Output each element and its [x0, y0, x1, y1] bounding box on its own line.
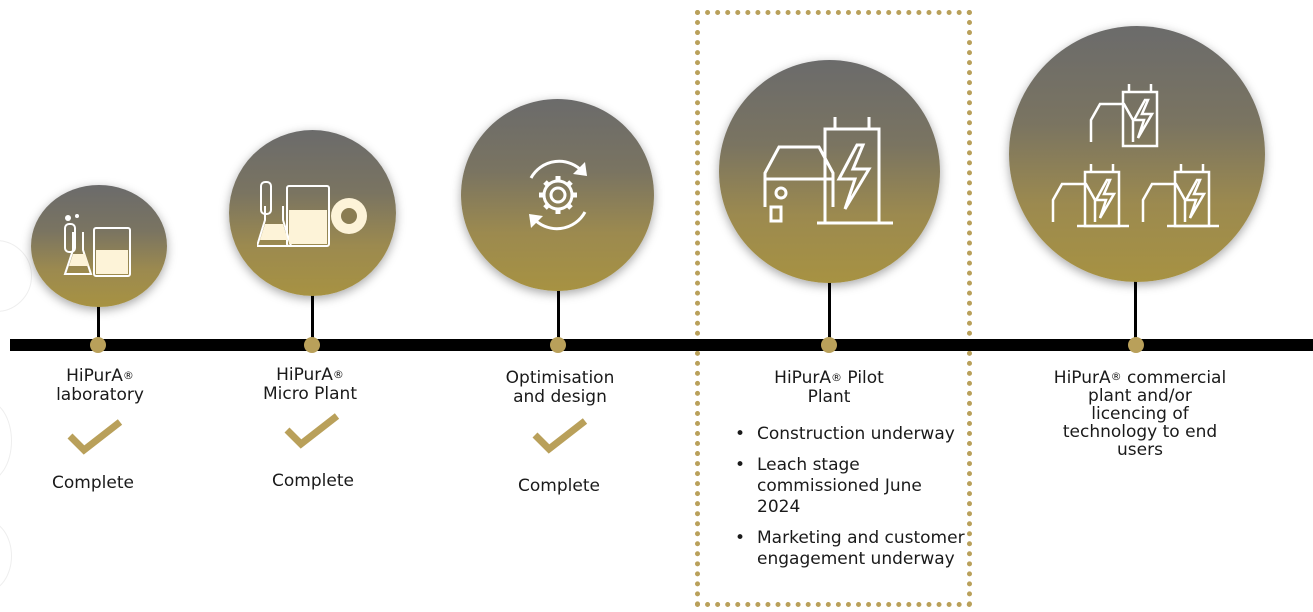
stage-1-label-main: HiPurA	[66, 366, 123, 386]
registered-mark: ®	[1110, 370, 1122, 383]
stage-4-node	[821, 337, 837, 353]
stage-1-label: HiPurA® laboratory	[40, 367, 160, 405]
stage-4-label-rest: Pilot	[842, 368, 884, 388]
check-icon	[532, 418, 588, 454]
registered-mark: ®	[332, 368, 344, 381]
lab-glassware-icon	[63, 214, 131, 277]
stage-5-circle	[1009, 26, 1265, 282]
stage-2-status: Complete	[272, 471, 354, 491]
stage-4-stem	[828, 280, 831, 340]
stage-1-status: Complete	[52, 473, 134, 493]
stage-5-stem	[1134, 270, 1137, 340]
check-icon	[284, 413, 340, 449]
micro-plant-icon	[256, 181, 367, 247]
stage-4-label: HiPurA® Pilot Plant	[750, 369, 908, 407]
stage-4-label-main: HiPurA	[774, 368, 832, 388]
multi-ev-charger-icon	[1051, 84, 1219, 228]
stage-5-label-line4: technology to end	[1062, 422, 1218, 442]
stage-5-label: HiPurA® commercial plant and/or licencin…	[1040, 369, 1240, 459]
check-icon	[67, 419, 123, 455]
stage-5-label-rest: commercial	[1121, 368, 1227, 388]
stage-5-label-line2: plant and/or	[1088, 386, 1192, 406]
stage-5-label-line5: users	[1117, 440, 1163, 460]
bullet-item: Leach stage commissioned June 2024	[735, 455, 965, 518]
stage-2-stem	[311, 290, 314, 340]
stage-1-label-line2: laboratory	[56, 385, 144, 405]
stage-3-label: Optimisation and design	[490, 369, 630, 407]
timeline-bar	[10, 339, 1313, 351]
registered-mark: ®	[831, 371, 843, 384]
bullet-item: Construction underway	[735, 424, 965, 445]
stage-4-bullets: Construction underway Leach stage commis…	[735, 424, 965, 580]
stage-3-status: Complete	[518, 476, 600, 496]
stage-3-label-main: Optimisation	[505, 368, 615, 388]
stage-2-label-line2: Micro Plant	[263, 384, 357, 404]
pilot-plant-highlight-box	[695, 10, 972, 607]
registered-mark: ®	[122, 369, 134, 382]
stage-1-stem	[97, 300, 100, 340]
stage-5-node	[1128, 337, 1144, 353]
stage-2-label: HiPurA® Micro Plant	[245, 366, 375, 404]
stage-5-label-main: HiPurA	[1053, 368, 1111, 388]
stage-4-label-line2: Plant	[807, 387, 851, 407]
bullet-item: Marketing and customer engagement underw…	[735, 528, 965, 570]
gear-cycle-icon	[528, 159, 587, 231]
decorative-ghost-circle	[0, 400, 12, 482]
stage-3-circle	[461, 99, 654, 291]
stage-3-stem	[557, 290, 560, 340]
stage-2-node	[304, 337, 320, 353]
ev-charger-icon	[763, 116, 893, 224]
stage-2-label-main: HiPurA	[276, 365, 333, 385]
stage-5-label-line3: licencing of	[1091, 404, 1189, 424]
stage-3-label-line2: and design	[513, 387, 607, 407]
stage-1-circle	[31, 185, 167, 307]
decorative-ghost-circle	[0, 520, 12, 592]
stage-1-node	[90, 337, 106, 353]
decorative-ghost-circle	[0, 240, 32, 312]
stage-4-circle	[719, 60, 940, 283]
stage-2-circle	[229, 130, 396, 296]
stage-3-node	[550, 337, 566, 353]
